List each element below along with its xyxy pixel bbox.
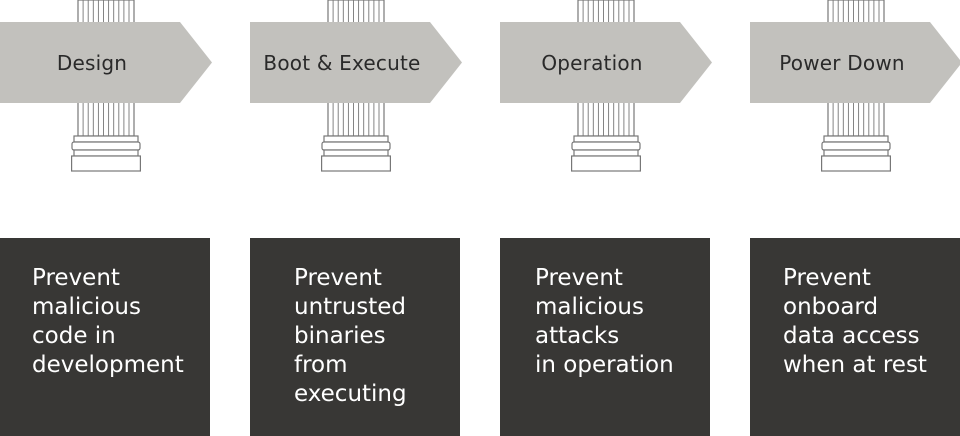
stage-label: Operation [541,50,643,75]
stage-description-box: Prevent malicious attacks in operation [500,238,710,436]
description-line: data access [783,323,920,349]
description-line: binaries [294,323,386,349]
description-line: from [294,352,348,378]
stage-description: Prevent untrusted binaries from executin… [294,264,452,409]
stage-power-down: Power Down Prevent onboard data access w… [750,0,960,436]
description-line: untrusted [294,294,406,320]
stage-description: Prevent malicious attacks in operation [535,264,702,380]
description-line: executing [294,381,407,407]
description-line: Prevent [294,265,382,291]
description-line: code in [32,323,116,349]
stage-arrow [250,22,462,103]
stage-description-box: Prevent malicious code in development [0,238,210,436]
description-line: malicious [32,294,141,320]
stage-label: Boot & Execute [263,50,421,75]
stage-arrow [750,22,960,103]
stage-description: Prevent malicious code in development [32,264,202,380]
description-line: onboard [783,294,879,320]
stage-description: Prevent onboard data access when at rest [783,264,952,380]
stage-description-box: Prevent onboard data access when at rest [750,238,960,436]
description-line: Prevent [783,265,871,291]
stage-operation: Operation Prevent malicious attacks in o… [500,0,712,436]
description-line: Prevent [535,265,623,291]
description-line: development [32,352,184,378]
stage-design: Design Prevent malicious code in develop… [0,0,212,436]
stage-arrow [500,22,712,103]
stage-label: Power Down [779,50,905,75]
description-line: malicious [535,294,644,320]
stage-description-box: Prevent untrusted binaries from executin… [250,238,460,436]
description-line: Prevent [32,265,120,291]
stage-boot-execute: Boot & Execute Prevent untrusted binarie… [250,0,462,436]
stage-label: Design [56,50,128,75]
description-line: in operation [535,352,674,378]
description-line: attacks [535,323,620,349]
stage-arrow [0,22,212,103]
description-line: when at rest [783,352,927,378]
